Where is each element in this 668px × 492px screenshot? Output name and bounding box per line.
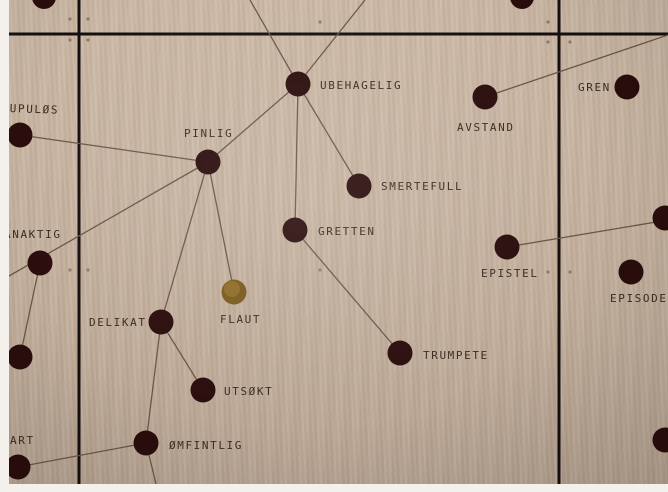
hole-episode	[619, 260, 644, 285]
hole-trumpete	[388, 341, 413, 366]
photo-border-left	[0, 0, 9, 492]
word-ømfintlig: ØMFINTLIG	[169, 439, 243, 452]
screw	[86, 17, 89, 20]
hole-utsøkt	[191, 378, 216, 403]
word-utsøkt: UTSØKT	[224, 385, 273, 398]
word-avstand: AVSTAND	[457, 121, 515, 134]
word-art: ART	[10, 434, 35, 447]
hole-flaut-gold-highlight	[224, 281, 240, 297]
connection-line	[146, 322, 161, 443]
word-holes	[6, 0, 668, 480]
screw	[68, 38, 71, 41]
hole-anaktig	[28, 251, 53, 276]
screw	[568, 270, 571, 273]
screw	[546, 270, 549, 273]
hole-art	[6, 455, 31, 480]
word-trumpete: TRUMPETE	[423, 349, 489, 362]
connection-line	[208, 84, 298, 162]
word-delikat: DELIKAT	[89, 316, 147, 329]
word-upuløs: UPULØS	[10, 102, 60, 117]
hole-epistel	[495, 235, 520, 260]
screw	[318, 268, 321, 271]
word-epistel: EPISTEL	[481, 267, 539, 280]
screw	[546, 40, 549, 43]
word-anaktig: ANAKTIG	[4, 228, 62, 241]
screw	[318, 20, 321, 23]
hole-pinlig	[196, 150, 221, 175]
screw	[86, 268, 89, 271]
connection-line	[295, 230, 400, 353]
connection-line	[485, 35, 668, 97]
word-smertefull: SMERTEFULL	[381, 180, 463, 193]
connection-line	[250, 0, 298, 84]
hole-gren	[615, 75, 640, 100]
hole-top-left	[32, 0, 56, 9]
screw	[68, 17, 71, 20]
screw	[546, 20, 549, 23]
hole-upuløs	[8, 123, 33, 148]
word-pinlig: PINLIG	[184, 127, 233, 140]
connection-line	[295, 84, 298, 230]
connection-line	[18, 443, 146, 467]
connection-line	[208, 162, 234, 292]
connection-line	[20, 263, 40, 357]
word-episode: EPISODE	[610, 292, 668, 305]
hole-ømfintlig	[134, 431, 159, 456]
hole-delikat	[149, 310, 174, 335]
connection-line	[20, 135, 208, 162]
screw	[86, 38, 89, 41]
word-gren: GREN	[578, 81, 611, 94]
connection-line	[161, 162, 208, 322]
connection-line	[298, 84, 359, 186]
word-flaut: FLAUT	[220, 313, 261, 326]
connection-line	[507, 220, 668, 247]
connections	[9, 0, 668, 492]
hole-right-bottom	[653, 428, 668, 453]
hole-smertefull	[347, 174, 372, 199]
connection-line	[298, 0, 365, 84]
photo-border-bottom	[0, 484, 668, 492]
word-gretten: GRETTEN	[318, 225, 376, 238]
word-ubehagelig: UBEHAGELIG	[320, 79, 402, 92]
hole-ubehagelig	[286, 72, 311, 97]
hole-right-edge	[653, 206, 668, 231]
screw	[568, 40, 571, 43]
hole-avstand	[473, 85, 498, 110]
hole-gretten	[283, 218, 308, 243]
hole-left-mid	[8, 345, 33, 370]
screw	[68, 268, 71, 271]
hole-top-right	[510, 0, 534, 9]
